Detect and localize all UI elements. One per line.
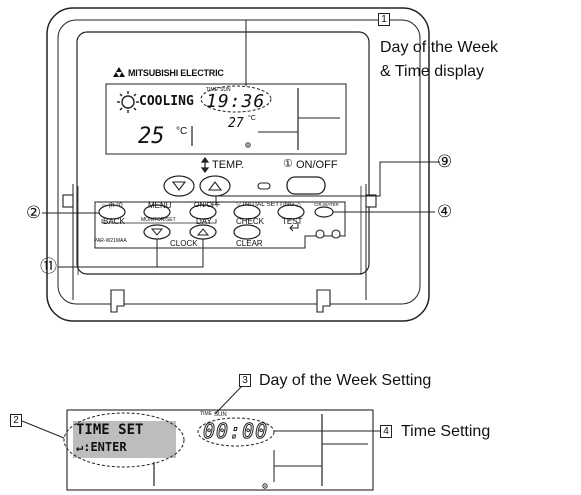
test-button[interactable] xyxy=(277,204,305,220)
test-label: TEST xyxy=(282,217,303,226)
temp-label: TEMP. xyxy=(212,159,245,171)
lcd-room-temp: 27 xyxy=(228,116,244,131)
bottom-clip-left xyxy=(110,289,125,313)
callout-2: ② xyxy=(26,203,42,222)
lcd-bottom-day-label: SUN xyxy=(214,412,227,418)
temp-down-arrow-icon xyxy=(171,181,187,191)
lcd-bottom-time-label: TIME xyxy=(200,411,212,417)
monitor-set-label: MONITOR/SET xyxy=(141,217,176,223)
address-button-1[interactable] xyxy=(315,229,325,239)
lcd-time-set-line1: TIME SET xyxy=(76,422,144,438)
callout-4-text-bottom: Time Setting xyxy=(401,423,491,440)
callout-1-text-line1: Day of the Week xyxy=(380,39,498,56)
lcd-room-unit: °C xyxy=(248,115,256,122)
operation-lamp xyxy=(257,182,271,190)
timer-mode-label: ☼ (h °0 xyxy=(101,202,123,209)
lcd-window-top xyxy=(105,83,347,155)
left-hinge xyxy=(62,194,74,208)
lcd-day-label: SUN xyxy=(220,87,231,93)
clock-up-button[interactable] xyxy=(189,224,217,240)
lcd-mode-text: COOLING xyxy=(139,94,194,109)
callout-4-box-bottom: 4 xyxy=(380,425,392,438)
address-button-2[interactable] xyxy=(331,229,341,239)
mitsubishi-logo-icon xyxy=(113,67,125,77)
clear-button[interactable] xyxy=(233,224,261,240)
lcd-set-unit: °C xyxy=(176,126,188,137)
menu-label: MENU xyxy=(148,201,172,210)
callout-1-box: 1 xyxy=(378,13,390,26)
fan-mode-icon xyxy=(117,91,139,113)
clear-label: CLEAR xyxy=(236,239,263,248)
bottom-clip-right xyxy=(316,289,331,313)
enter-icon xyxy=(289,222,299,232)
temp-up-arrow-icon xyxy=(207,181,223,191)
back-label: BACK xyxy=(103,217,125,226)
timer-on-off-day-button[interactable] xyxy=(189,204,217,220)
on-off-symbol: ① xyxy=(283,158,293,170)
clock-label: CLOCK xyxy=(170,239,198,248)
lcd-time-set-line2: ↵:ENTER xyxy=(76,440,127,454)
callout-3-text: Day of the Week Setting xyxy=(259,372,432,389)
temp-arrows-icon xyxy=(200,157,210,173)
callout-4: ④ xyxy=(437,202,453,221)
callout-1-text-line2: & Time display xyxy=(380,63,485,80)
menu-button[interactable] xyxy=(143,204,171,220)
cir-water-label: CIR.WATER xyxy=(314,202,339,207)
timer-mode-back-button[interactable] xyxy=(98,204,126,220)
temp-up-button[interactable] xyxy=(199,175,231,197)
day-label: DAY xyxy=(196,217,212,226)
callout-11: ⑪ xyxy=(40,257,57,276)
lcd-time-value: 19:36 xyxy=(206,91,266,112)
lcd-highlight xyxy=(73,421,176,458)
initial-setting-label: ▽ INITIAL SETTING △ xyxy=(236,201,302,208)
temp-down-button[interactable] xyxy=(163,175,195,197)
right-hinge xyxy=(365,194,377,208)
check-button[interactable] xyxy=(233,204,261,220)
on-off-label: ON/OFF xyxy=(296,159,338,171)
timer-on-off-label: ON/OFF xyxy=(194,202,221,209)
callout-9: ⑨ xyxy=(437,152,453,171)
cir-water-button[interactable] xyxy=(314,206,334,218)
check-label: CHECK xyxy=(236,217,265,226)
clock-down-button[interactable] xyxy=(143,224,171,240)
callout-2-box-bottom: 2 xyxy=(10,414,22,427)
on-off-button[interactable] xyxy=(286,176,326,195)
lcd-time-label: TIME xyxy=(206,87,218,93)
brand-logo-text: MITSUBISHI ELECTRIC xyxy=(128,68,224,78)
lcd-set-temp: 25 xyxy=(138,124,165,149)
lcd-bottom-time-value: 00:00 xyxy=(202,419,269,443)
callout-3-box: 3 xyxy=(239,374,251,387)
model-label: PAR-W21MAA xyxy=(94,238,127,244)
